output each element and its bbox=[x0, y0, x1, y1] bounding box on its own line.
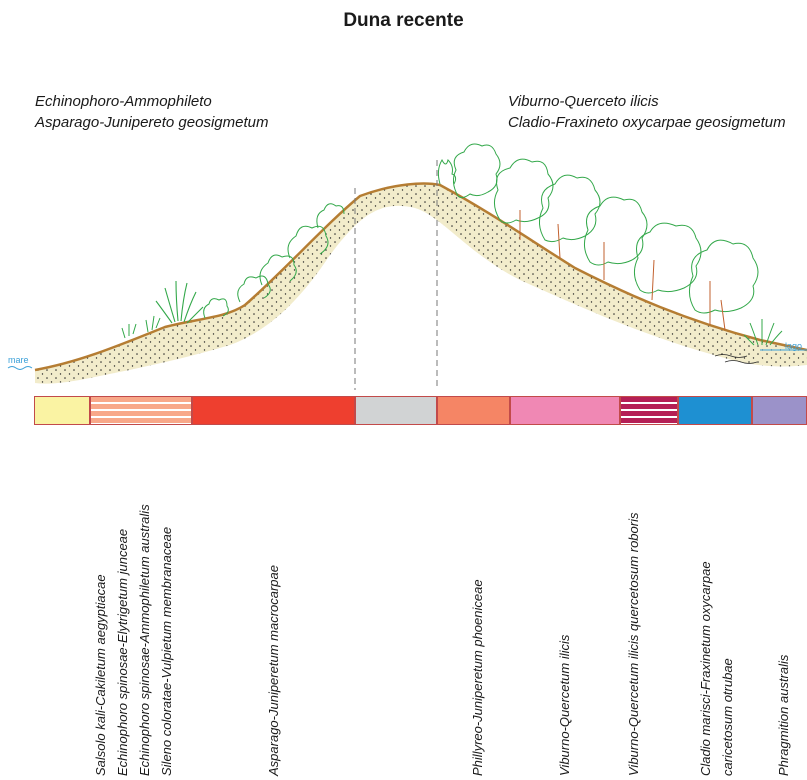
label-phillyreo: Phillyreo-Juniperetum phoeniceae bbox=[470, 579, 485, 776]
zone-salsolo bbox=[34, 396, 90, 425]
label-asparago: Asparago-Juniperetum macrocarpae bbox=[266, 565, 281, 776]
sea-label: mare bbox=[8, 355, 29, 365]
zone-asparago bbox=[192, 396, 355, 425]
lake-sediment bbox=[714, 354, 758, 364]
zone-viburno-roboris bbox=[620, 396, 678, 425]
label-sileno: Sileno coloratae-Vulpietum membranaceae bbox=[159, 526, 174, 776]
right-association-line-1: Viburno-Querceto ilicis bbox=[508, 93, 659, 110]
right-association-label: Viburno-Querceto ilicis Cladio-Fraxineto… bbox=[508, 91, 786, 133]
dune-profile bbox=[7, 143, 807, 390]
label-echinophoro-ammophiletum: Echinophoro spinosae-Ammophiletum austra… bbox=[137, 504, 152, 776]
left-association-line-1: Echinophoro-Ammophileto bbox=[35, 93, 212, 110]
label-viburno-roboris: Viburno-Quercetum ilicis quercetosum rob… bbox=[626, 512, 641, 776]
sea-water-icon bbox=[7, 366, 33, 370]
label-viburno-quercetum: Viburno-Quercetum ilicis bbox=[557, 634, 572, 776]
zone-phillyreo bbox=[437, 396, 510, 425]
scrub-shrubs-icon bbox=[203, 203, 345, 319]
diagram-title: Duna recente bbox=[343, 10, 464, 31]
zone-cladio bbox=[678, 396, 752, 425]
label-phragmition: Phragmition australis bbox=[776, 654, 791, 776]
lake-label: lago bbox=[785, 341, 803, 351]
left-association-label: Echinophoro-Ammophileto Asparago-Juniper… bbox=[35, 91, 268, 133]
zone-dune-crest bbox=[355, 396, 437, 425]
label-cladio: Cladio marisci-Fraxinetum oxycarpae bbox=[698, 561, 713, 776]
zone-viburno-quercetum bbox=[510, 396, 620, 425]
pioneer-grass-icon bbox=[121, 315, 161, 339]
sand-texture bbox=[35, 183, 807, 384]
ammophila-tuft-icon bbox=[155, 280, 204, 324]
label-salsolo: Salsolo kali-Cakiletum aegyptiacae bbox=[93, 574, 108, 776]
dune-surface-line bbox=[34, 182, 807, 372]
lakeshore-reeds-icon bbox=[743, 319, 783, 346]
zone-echinophoro bbox=[90, 396, 192, 425]
label-caricetosum: caricetosum otrubae bbox=[720, 658, 735, 776]
label-echinophoro-elytrigetum: Echinophoro spinosae-Elytrigetum junceae bbox=[115, 528, 130, 776]
left-association-line-2: Asparago-Junipereto geosigmetum bbox=[35, 114, 269, 131]
zone-phragmition bbox=[752, 396, 807, 425]
holm-oak-forest-icon bbox=[452, 143, 759, 331]
crest-plant-icon bbox=[437, 158, 457, 185]
right-association-line-2: Cladio-Fraxineto oxycarpae geosigmetum bbox=[508, 114, 786, 131]
